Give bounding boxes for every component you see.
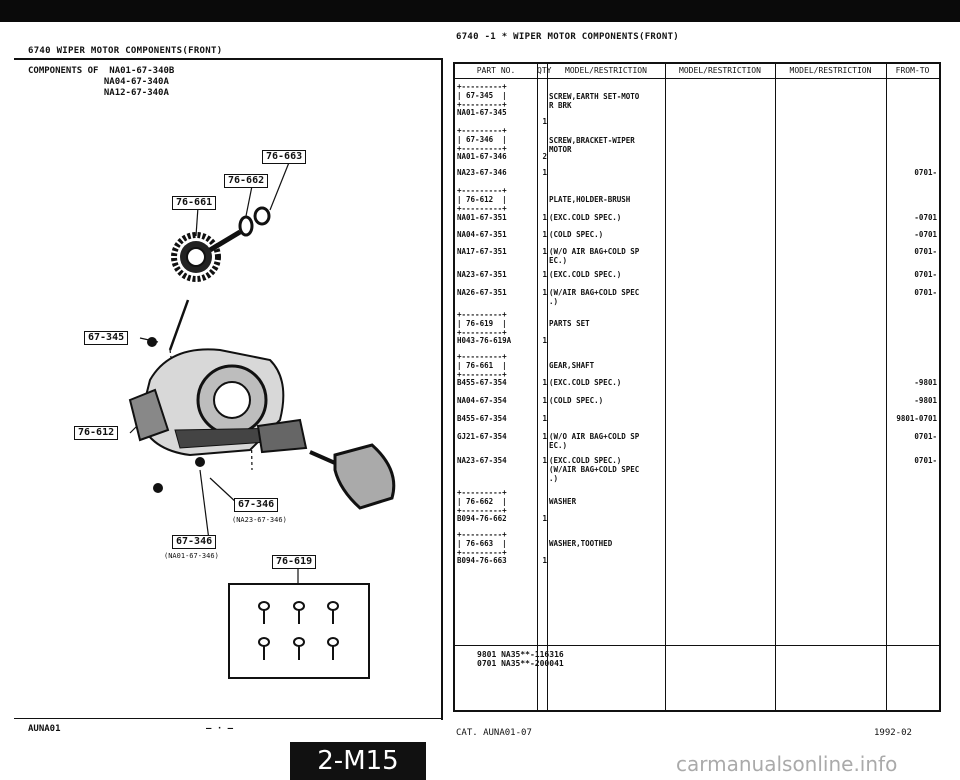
right-footer-catalog: CAT. AUNA01-07: [456, 728, 532, 738]
left-section-title: 6740 WIPER MOTOR COMPONENTS(FRONT): [28, 46, 223, 56]
callout-76-619: 76-619: [272, 555, 317, 569]
page-label: 2-M15: [290, 742, 426, 780]
callout-67-345: 67-345: [84, 331, 129, 345]
left-footer-rule: [14, 718, 442, 719]
callout-67-346-b: 67-346: [172, 535, 217, 549]
left-footer-marks: — · —: [206, 724, 234, 734]
serial-notes: 9801 NA35**-116316 0701 NA35**-200041: [477, 650, 564, 668]
model-1: NA01-67-340B: [109, 66, 175, 76]
watermark: carmanualsonline.info: [676, 752, 898, 776]
header-model-2: MODEL/RESTRICTION: [679, 66, 761, 75]
left-title-rule: [14, 58, 442, 60]
parts-table: PART NO. QTY MODEL/RESTRICTION MODEL/RES…: [453, 62, 941, 712]
components-label: COMPONENTS OF: [28, 66, 99, 76]
header-model-1: MODEL/RESTRICTION: [565, 66, 647, 75]
screw-set-drawing: [258, 601, 339, 660]
parts-set-box: [228, 583, 370, 679]
model-2: NA04-67-340A: [103, 77, 169, 87]
callout-sub-na23: (NA23-67-346): [232, 516, 287, 524]
right-section-title: 6740 -1 * WIPER MOTOR COMPONENTS(FRONT): [456, 32, 680, 42]
gear-shaft-drawing: [171, 229, 242, 282]
callout-sub-na01: (NA01-67-346): [164, 552, 219, 560]
washer-drawings: [238, 206, 271, 237]
right-footer-date: 1992-02: [874, 728, 912, 738]
callout-76-663: 76-663: [262, 150, 307, 164]
center-divider: [441, 58, 443, 720]
left-footer-code: AUNA01: [28, 724, 61, 734]
callout-76-661: 76-661: [172, 196, 217, 210]
header-model-3: MODEL/RESTRICTION: [789, 66, 872, 75]
motor-assembly-drawing: [128, 337, 308, 493]
scan-top-border: [0, 0, 960, 22]
motor-cylinder-drawing: [309, 443, 396, 510]
callout-76-662: 76-662: [224, 174, 269, 188]
exploded-diagram: [128, 159, 396, 679]
components-header: COMPONENTS OF NA01-67-340B NA04-67-340A …: [28, 66, 174, 99]
header-part-no: PART NO.: [476, 66, 516, 75]
callout-76-612: 76-612: [74, 426, 119, 440]
callout-67-346-a: 67-346: [234, 498, 279, 512]
model-3: NA12-67-340A: [103, 88, 169, 98]
header-qty: QTY: [537, 66, 552, 75]
header-from-to: FROM-TO: [895, 66, 930, 75]
